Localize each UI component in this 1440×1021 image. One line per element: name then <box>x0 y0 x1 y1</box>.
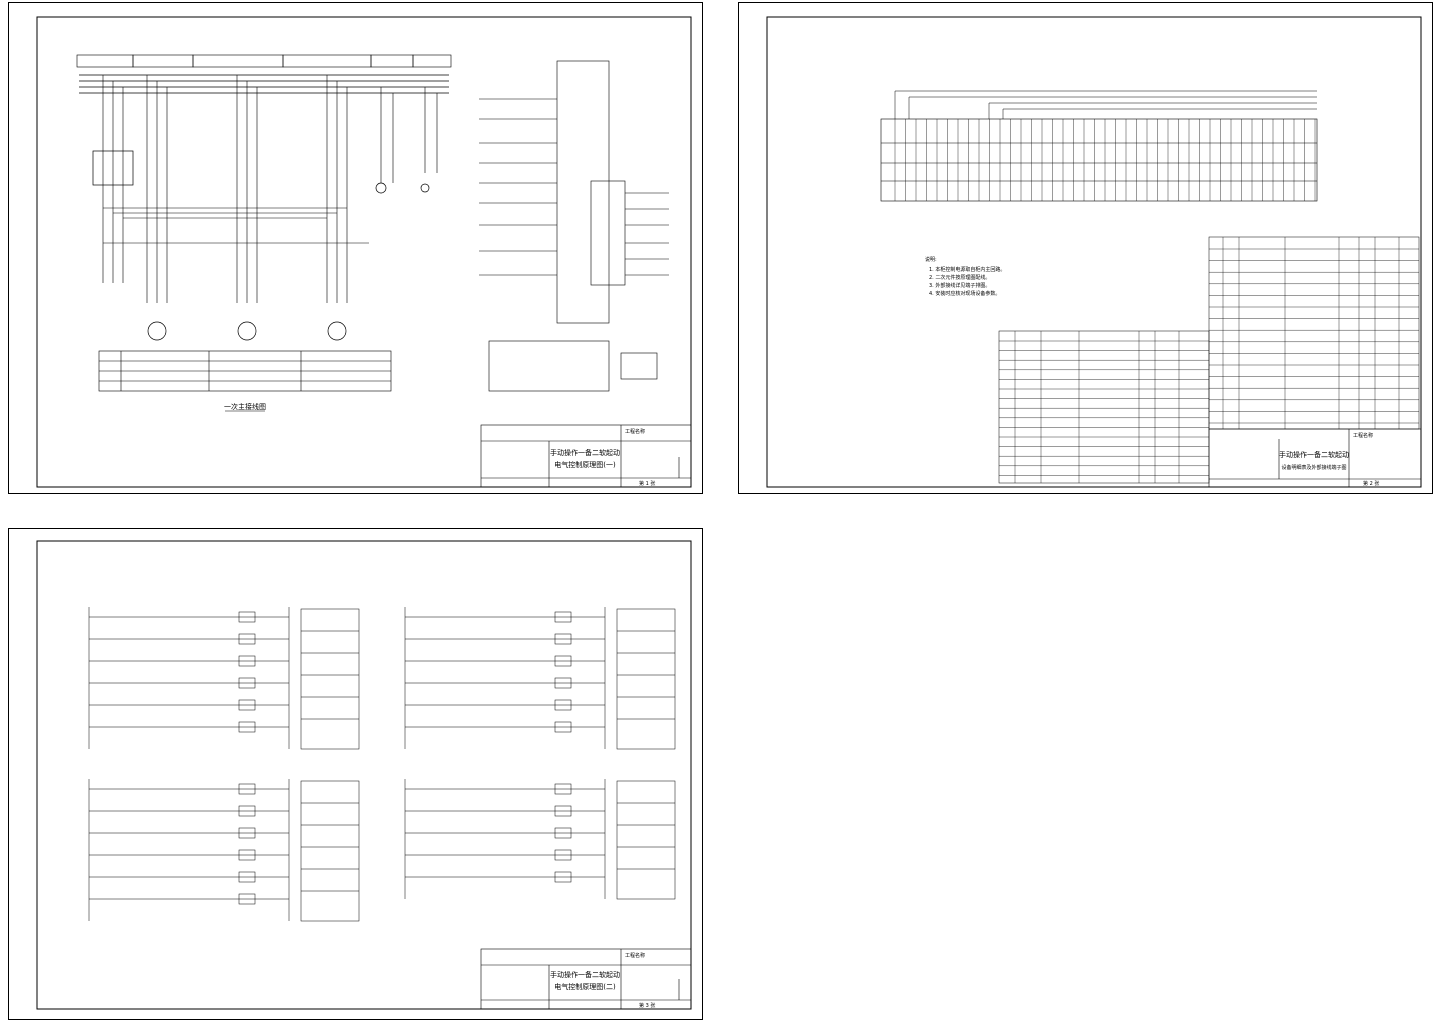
equipment-list-left-rows <box>999 331 1209 483</box>
bypass-wiring <box>103 207 369 244</box>
busbars <box>79 74 449 94</box>
sheet-3-title-block <box>480 948 692 1010</box>
sheet-3-title-line-2: 电气控制原理图(二) <box>554 982 616 991</box>
ladder-diagrams <box>88 607 676 922</box>
note-2: 2. 二次元件按原理图配线。 <box>929 274 990 281</box>
terminal-strip-dividers <box>894 119 1316 201</box>
note-3: 3. 外部接线详见端子排图。 <box>929 282 990 289</box>
sheet-3-sheet-number: 第 3 张 <box>639 1002 655 1009</box>
sheet-3-title-line-1: 手动操作一备二软起动 <box>550 970 620 979</box>
sheet-2-title-line-2: 设备明细表及外部接线端子图 <box>1281 464 1346 471</box>
sheet-2-title-line-1: 手动操作一备二软起动 <box>1279 450 1349 459</box>
equipment-list-right <box>1208 236 1420 430</box>
sheet-1-canvas: 一次主接线图 <box>36 16 692 488</box>
feeder-lines <box>102 75 438 303</box>
note-4: 4. 安装时应核对现场设备参数。 <box>929 290 1000 297</box>
drawing-sheet-3: 工程名称 手动操作一备二软起动 电气控制原理图(二) 第 3 张 <box>8 528 703 1020</box>
sheet-2-title-block <box>1208 428 1422 488</box>
equipment-list-left <box>998 330 1210 484</box>
sheet-1-title-block <box>480 424 692 488</box>
equipment-list-right-rows <box>1209 237 1419 429</box>
control-terminal-column <box>479 60 669 392</box>
sheet-2-sheet-number: 第 2 张 <box>1363 480 1379 487</box>
single-line-caption: 一次主接线图 <box>224 402 266 411</box>
cable-runs <box>894 90 1317 119</box>
feeder-header-row <box>76 54 452 68</box>
feeder-table <box>98 350 392 392</box>
sheet-1-sheet-number: 第 1 张 <box>639 480 655 487</box>
motor-symbols <box>147 182 430 341</box>
drawing-sheet-1: 一次主接线图 <box>8 2 703 494</box>
sheet-1-title-line-2: 电气控制原理图(一) <box>554 460 616 469</box>
note-1: 1. 本柜控制电源取自柜内主回路。 <box>929 266 1005 273</box>
sheet-3-project-label: 工程名称 <box>625 952 645 959</box>
sheet-1-title-line-1: 手动操作一备二软起动 <box>550 448 620 457</box>
soft-starter-block <box>92 150 134 186</box>
sheet-2-project-label: 工程名称 <box>1353 432 1373 439</box>
sheet-1-project-label: 工程名称 <box>625 428 645 435</box>
terminal-strip <box>880 118 1318 202</box>
sheet-3-canvas: 工程名称 手动操作一备二软起动 电气控制原理图(二) 第 3 张 <box>36 540 692 1010</box>
sheet-2-canvas: 说明: 1. 本柜控制电源取自柜内主回路。 2. 二次元件按原理图配线。 3. … <box>766 16 1422 488</box>
drawing-sheet-2: 说明: 1. 本柜控制电源取自柜内主回路。 2. 二次元件按原理图配线。 3. … <box>738 2 1433 494</box>
notes-title: 说明: <box>925 256 937 263</box>
